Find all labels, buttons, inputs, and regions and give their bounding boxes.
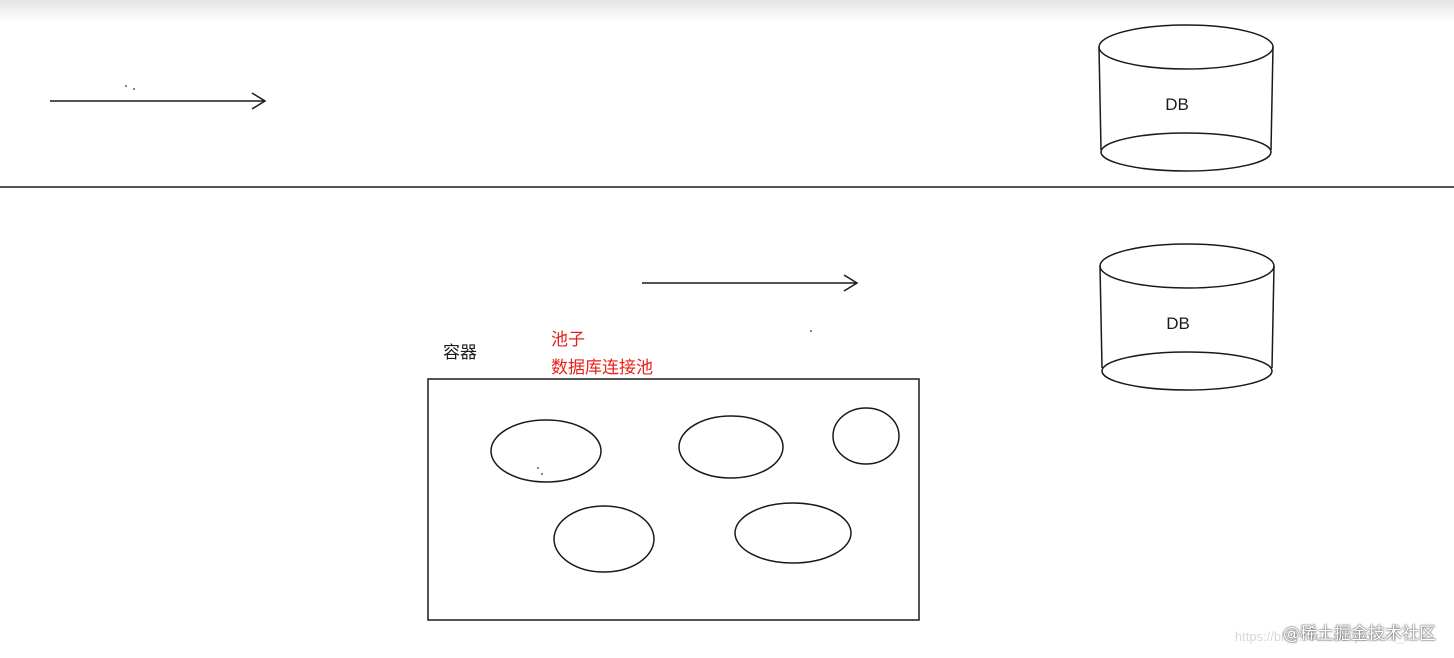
top-db-cylinder <box>1098 24 1274 172</box>
connection-ellipse <box>734 502 852 564</box>
connection-ellipse <box>832 407 900 465</box>
watermark-url: https://blog.csdn.net/jiandan_ <box>1234 629 1404 644</box>
bottom-db-label: DB <box>1166 314 1190 333</box>
top-db-label: DB <box>1165 95 1189 114</box>
connection-ellipse <box>490 419 602 483</box>
pool-label: 池子 <box>551 330 585 350</box>
connection-ellipse <box>678 415 784 479</box>
container-box <box>427 378 920 621</box>
stray-dots <box>125 85 812 475</box>
watermark: @稀土掘金技术社区 <box>1283 624 1436 644</box>
bottom-arrow <box>642 274 859 292</box>
connection-ellipses <box>490 407 900 573</box>
connection-ellipse <box>553 505 655 573</box>
pool-full-label: 数据库连接池 <box>551 358 653 378</box>
top-arrow <box>50 92 267 110</box>
bottom-db-cylinder <box>1099 243 1275 391</box>
top-shade <box>0 0 1454 22</box>
container-label: 容器 <box>443 343 477 363</box>
